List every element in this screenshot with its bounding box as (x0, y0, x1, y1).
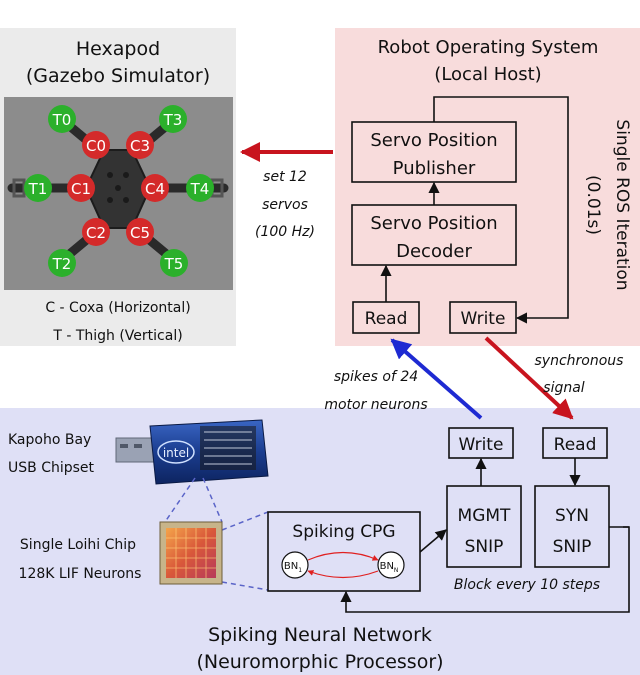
label-t1: T1 (28, 180, 48, 198)
hexapod-subtitle: (Gazebo Simulator) (26, 65, 210, 87)
ros-read-label: Read (365, 309, 408, 329)
ros-subtitle: (Local Host) (434, 64, 541, 85)
servo-arrow-label-2: servos (262, 197, 308, 213)
decoder-label-1: Servo Position (370, 213, 497, 234)
loihi-write-label: Write (459, 435, 504, 455)
publisher-label-2: Publisher (393, 158, 476, 179)
legend-thigh: T - Thigh (Vertical) (52, 328, 182, 344)
label-c2: C2 (86, 224, 106, 242)
syn-label-1: SYN (555, 506, 589, 526)
bn-left-label: BN1 (284, 561, 302, 574)
hexapod-render: T0 T3 T1 T4 T2 T5 C0 C3 C1 C4 C2 C5 (4, 97, 233, 290)
ros-title: Robot Operating System (378, 37, 599, 58)
label-c3: C3 (130, 137, 150, 155)
sync-label-1: synchronous (535, 353, 624, 369)
spikes-arrow (390, 338, 483, 420)
flow-cpg-to-mgmt (419, 529, 447, 553)
label-c4: C4 (145, 180, 165, 198)
usb-logo-text: intel (163, 446, 189, 460)
mgmt-label-2: SNIP (465, 537, 504, 557)
joint-t5 (160, 249, 188, 277)
spikes-label-1: spikes of 24 (334, 369, 418, 385)
bn-right-label: BNN (380, 561, 399, 574)
hexapod-title: Hexapod (76, 38, 160, 60)
mgmt-label-1: MGMT (458, 506, 512, 526)
flow-publisher-loop (433, 96, 569, 324)
kapoho-label-2: USB Chipset (8, 460, 95, 476)
joint-c5 (126, 218, 154, 246)
syn-label-2: SNIP (553, 537, 592, 557)
joint-t1 (24, 174, 52, 202)
label-c0: C0 (86, 137, 106, 155)
loihi-chip-label-1: Single Loihi Chip (20, 537, 136, 553)
zoom-line-right (202, 477, 223, 523)
joint-c0 (82, 131, 110, 159)
mgmt-snip-box (446, 485, 522, 568)
thigh-joints (24, 105, 214, 277)
loihi-chip-label-2: 128K LIF Neurons (19, 566, 142, 582)
label-c5: C5 (130, 224, 150, 242)
decoder-label-2: Decoder (396, 241, 472, 262)
label-t2: T2 (52, 255, 72, 273)
spiking-cpg-title: Spiking CPG (292, 522, 395, 542)
joint-t2 (48, 249, 76, 277)
loihi-read-label: Read (554, 435, 597, 455)
snn-title: Spiking Neural Network (208, 624, 432, 646)
legend-coxa: C - Coxa (Horizontal) (45, 300, 190, 316)
joint-c3 (126, 131, 154, 159)
coxa-joints (67, 131, 169, 246)
bn-left-node (281, 551, 309, 579)
label-t0: T0 (52, 111, 72, 129)
label-c1: C1 (71, 180, 91, 198)
usb-stick-image: intel (115, 419, 269, 485)
spikes-label-2: motor neurons (324, 397, 427, 413)
publisher-label-1: Servo Position (370, 130, 497, 151)
ros-side-label-2: (0.01s) (583, 175, 603, 235)
loihi-panel (0, 408, 640, 675)
servo-arrow-label-1: set 12 (263, 169, 307, 185)
block-note: Block every 10 steps (454, 577, 600, 593)
joint-c2 (82, 218, 110, 246)
ros-side-label-1: Single ROS Iteration (612, 119, 632, 290)
joint-t3 (159, 105, 187, 133)
joint-t4 (186, 174, 214, 202)
label-t4: T4 (190, 180, 210, 198)
servo-arrow-label-3: (100 Hz) (255, 224, 315, 240)
joint-c1 (67, 174, 95, 202)
snn-subtitle: (Neuromorphic Processor) (196, 651, 443, 673)
bn-link-top (307, 551, 379, 561)
kapoho-label-1: Kapoho Bay (8, 432, 91, 448)
sync-signal-arrow (484, 336, 574, 420)
label-t5: T5 (164, 255, 184, 273)
joint-t0 (48, 105, 76, 133)
ros-write-label: Write (461, 309, 506, 329)
bn-link-bottom (307, 570, 379, 579)
joint-c4 (141, 174, 169, 202)
sync-label-2: signal (543, 380, 585, 396)
loihi-chip-image (159, 521, 223, 585)
label-t3: T3 (163, 111, 183, 129)
chip-to-cpg-line-bottom (221, 581, 269, 591)
bn-right-node (377, 551, 405, 579)
